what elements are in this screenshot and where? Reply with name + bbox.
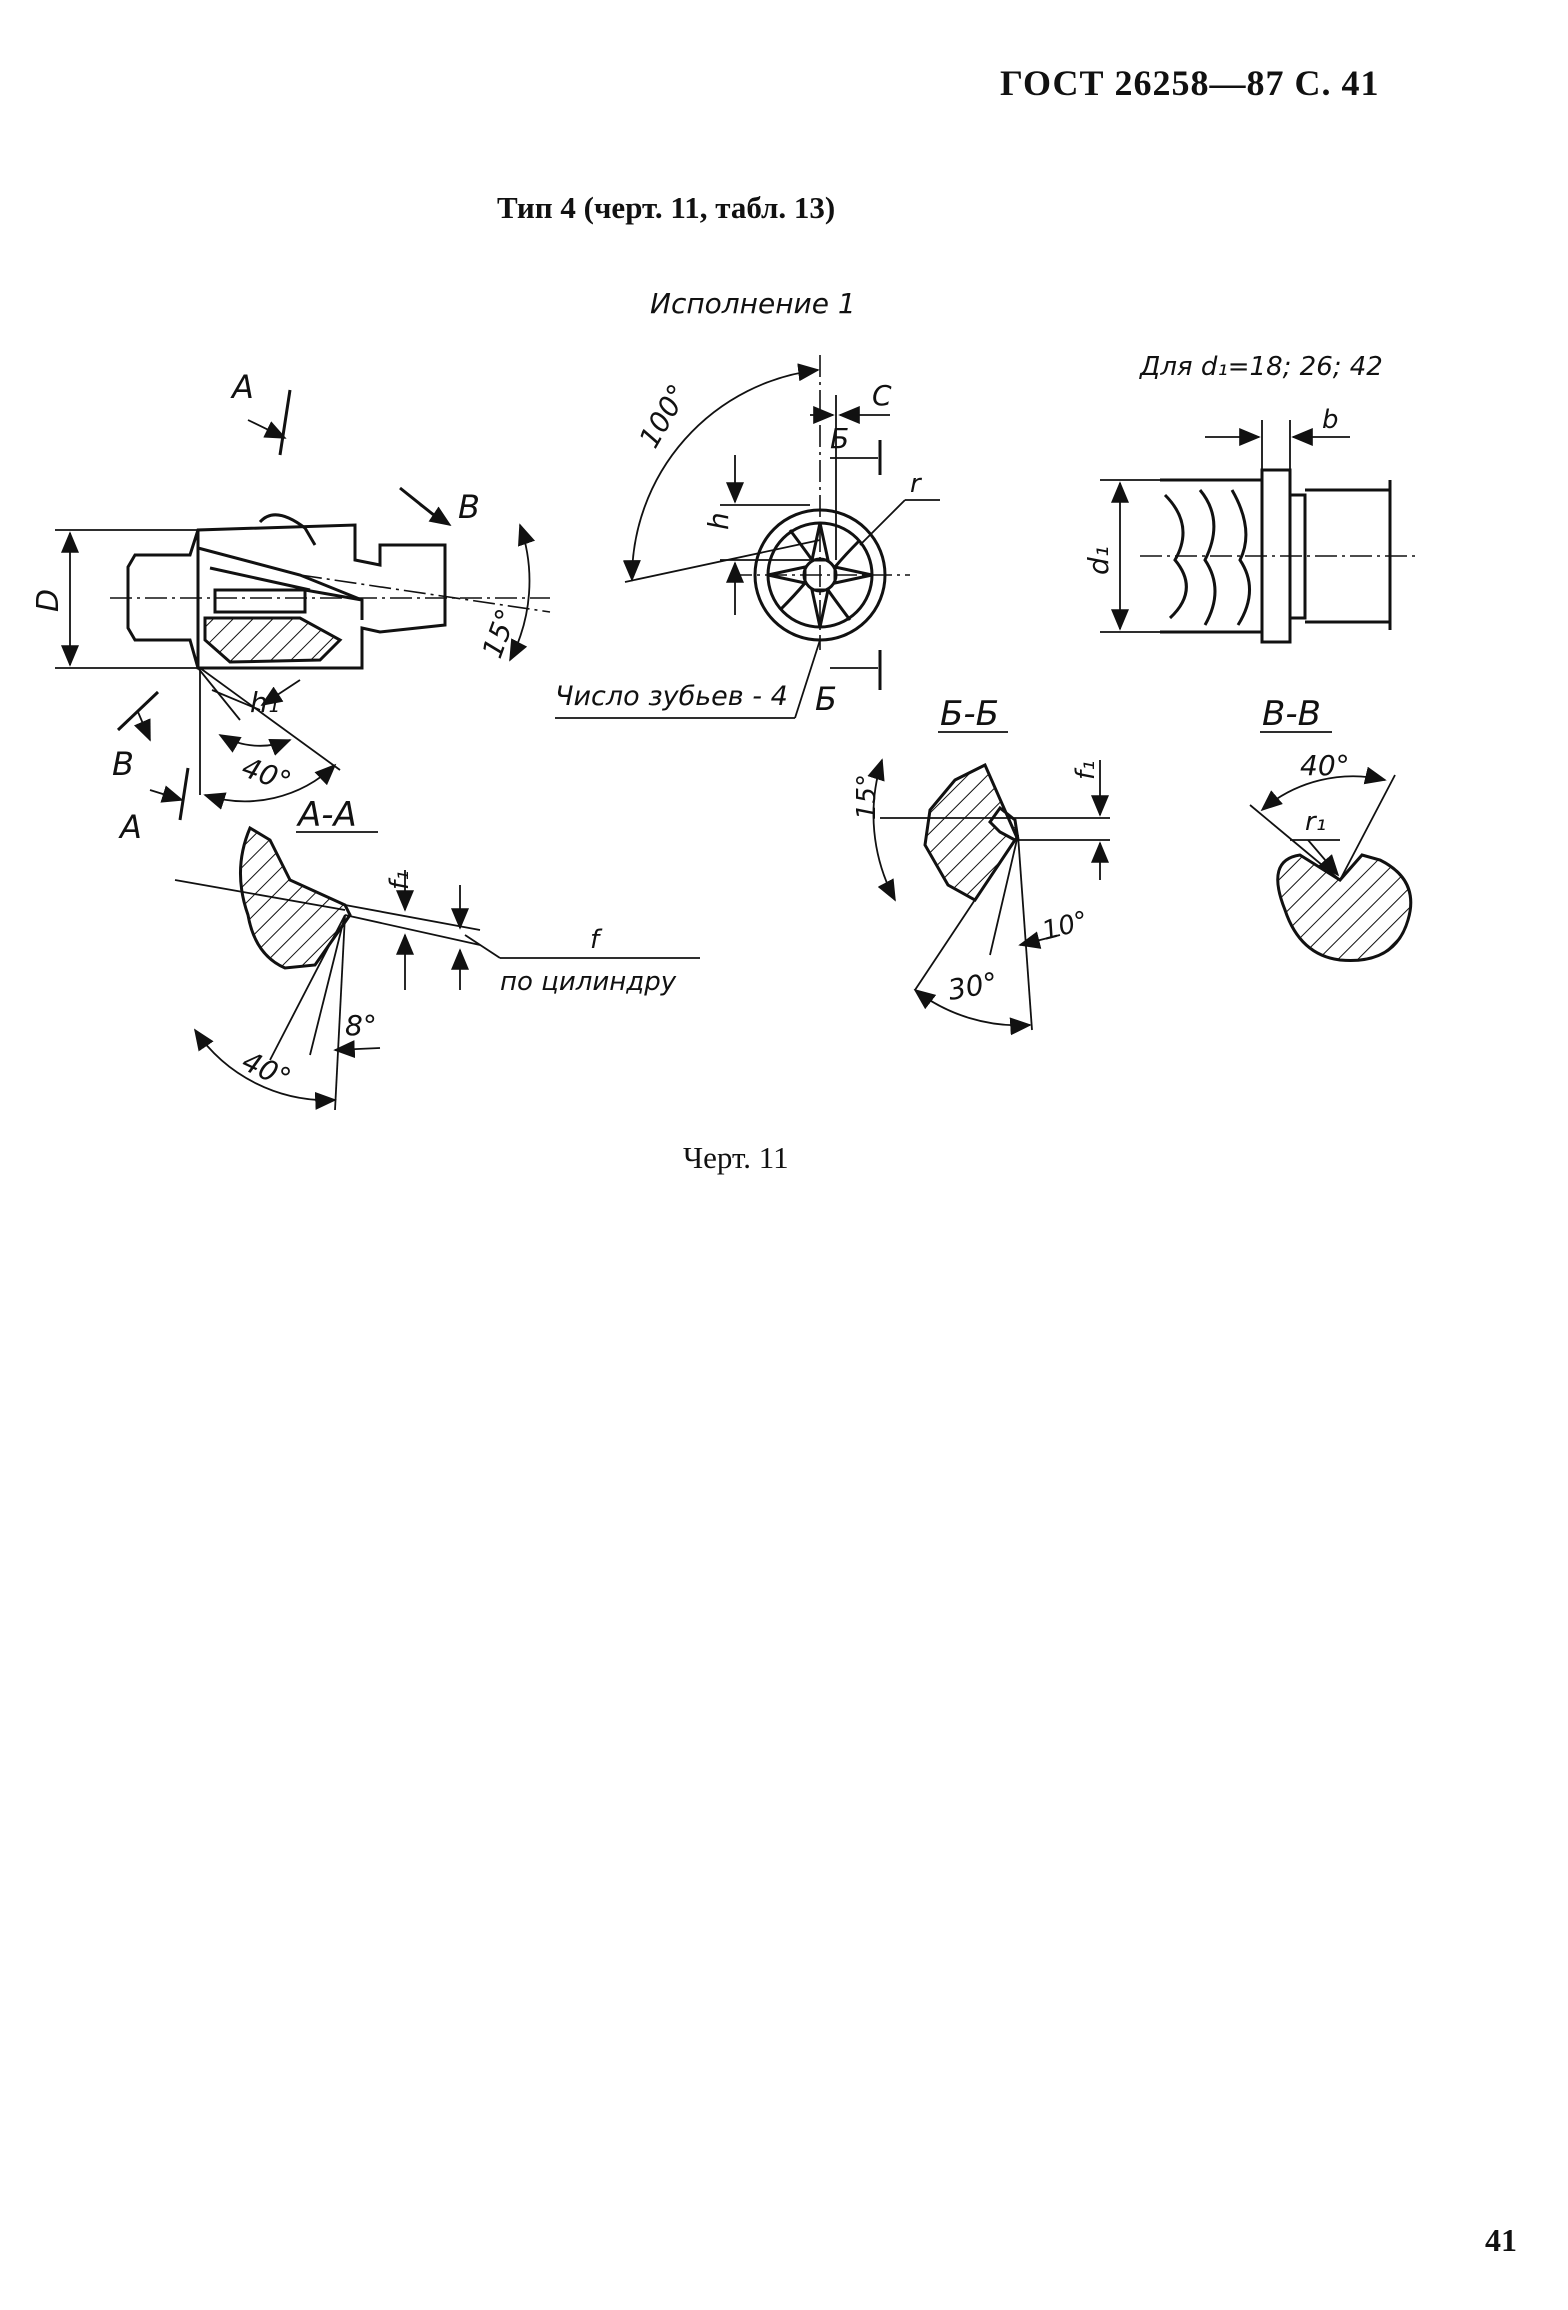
section-A-A: А-А f₁ f по цилиндру 40° 8° (174, 795, 700, 1111)
section-title-V-V: В-В (1262, 694, 1321, 734)
dim-r: r (910, 469, 923, 499)
d1-note: Для d₁=18; 26; 42 (1139, 352, 1383, 382)
technical-drawing: Исполнение 1 Для d₁=18; 26; 42 D 15° h₁ (31, 287, 1420, 1111)
section-title: Тип 4 (черт. 11, табл. 13) (497, 190, 836, 225)
dim-C: C (872, 379, 892, 412)
shank-view: d₁ b (1082, 405, 1420, 644)
dim-f: f (590, 925, 603, 955)
end-view: 100° C Б Б h r Число зубьев - 4 (555, 355, 940, 719)
standard-header: ГОСТ 26258—87 С. 41 (1000, 63, 1380, 103)
cut-A-bottom: А (118, 808, 142, 846)
angle-8-aa: 8° (345, 1009, 377, 1042)
dim-f1-aa: f₁ (385, 870, 415, 890)
variant-label: Исполнение 1 (650, 287, 856, 320)
main-side-view: D 15° h₁ 40° А В В А (31, 368, 551, 846)
angle-40-main: 40° (238, 751, 296, 799)
page-number: 41 (1485, 2222, 1517, 2258)
dim-f1-bb: f₁ (1071, 760, 1101, 780)
angle-100: 100° (632, 379, 694, 454)
cut-V-bottom: В (112, 745, 134, 783)
dim-b: b (1322, 405, 1339, 435)
dim-D: D (31, 589, 66, 612)
angle-40-aa: 40° (237, 1044, 296, 1095)
section-title-A-A: А-А (296, 795, 357, 835)
cut-A-top: А (230, 368, 254, 406)
angle-10: 10° (1039, 906, 1091, 947)
cut-B-top: Б (830, 422, 849, 455)
dim-h1: h₁ (250, 686, 279, 719)
drawing-caption: Черт. 11 (683, 1140, 789, 1175)
dim-r1: r₁ (1305, 807, 1326, 837)
section-title-B-B: Б-Б (940, 694, 999, 734)
dim-h: h (702, 512, 735, 530)
angle-15-main: 15° (476, 604, 524, 662)
section-V-V: В-В 40° r₁ (1249, 694, 1413, 962)
section-B-B: Б-Б f₁ 15° 10° 30° (852, 694, 1110, 1036)
angle-30: 30° (945, 966, 1000, 1007)
angle-40-vv: 40° (1300, 749, 1350, 782)
dim-d1: d₁ (1082, 546, 1115, 575)
teeth-note: Число зубьев - 4 (555, 681, 788, 712)
cut-V-top: В (458, 488, 480, 526)
dim-cyl: по цилиндру (500, 967, 677, 997)
angle-15-bb: 15° (852, 774, 882, 820)
cut-B-bottom: Б (815, 680, 837, 718)
